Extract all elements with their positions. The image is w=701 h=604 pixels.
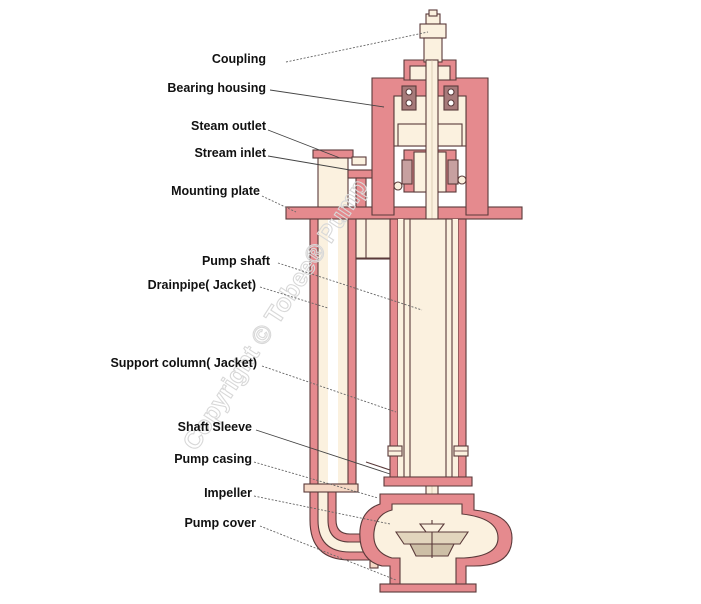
impeller bbox=[394, 520, 470, 558]
label-bearing-housing: Bearing housing bbox=[167, 81, 266, 95]
label-drainpipe: Drainpipe( Jacket) bbox=[148, 278, 256, 292]
leader-lines bbox=[253, 31, 429, 581]
support-column bbox=[355, 218, 473, 487]
label-coupling: Coupling bbox=[212, 52, 266, 66]
label-pump-cover: Pump cover bbox=[184, 516, 256, 530]
label-pump-casing: Pump casing bbox=[174, 452, 252, 466]
pump-drawing bbox=[285, 9, 523, 593]
coupling bbox=[419, 9, 447, 63]
label-pump-shaft: Pump shaft bbox=[202, 254, 271, 268]
labels: Coupling Bearing housing Steam outlet St… bbox=[110, 52, 270, 530]
label-steam-outlet: Steam outlet bbox=[191, 119, 267, 133]
label-shaft-sleeve: Shaft Sleeve bbox=[178, 420, 252, 434]
label-mounting-plate: Mounting plate bbox=[171, 184, 260, 198]
label-impeller: Impeller bbox=[204, 486, 252, 500]
label-support-column: Support column( Jacket) bbox=[110, 356, 257, 370]
label-stream-inlet: Stream inlet bbox=[194, 146, 266, 160]
